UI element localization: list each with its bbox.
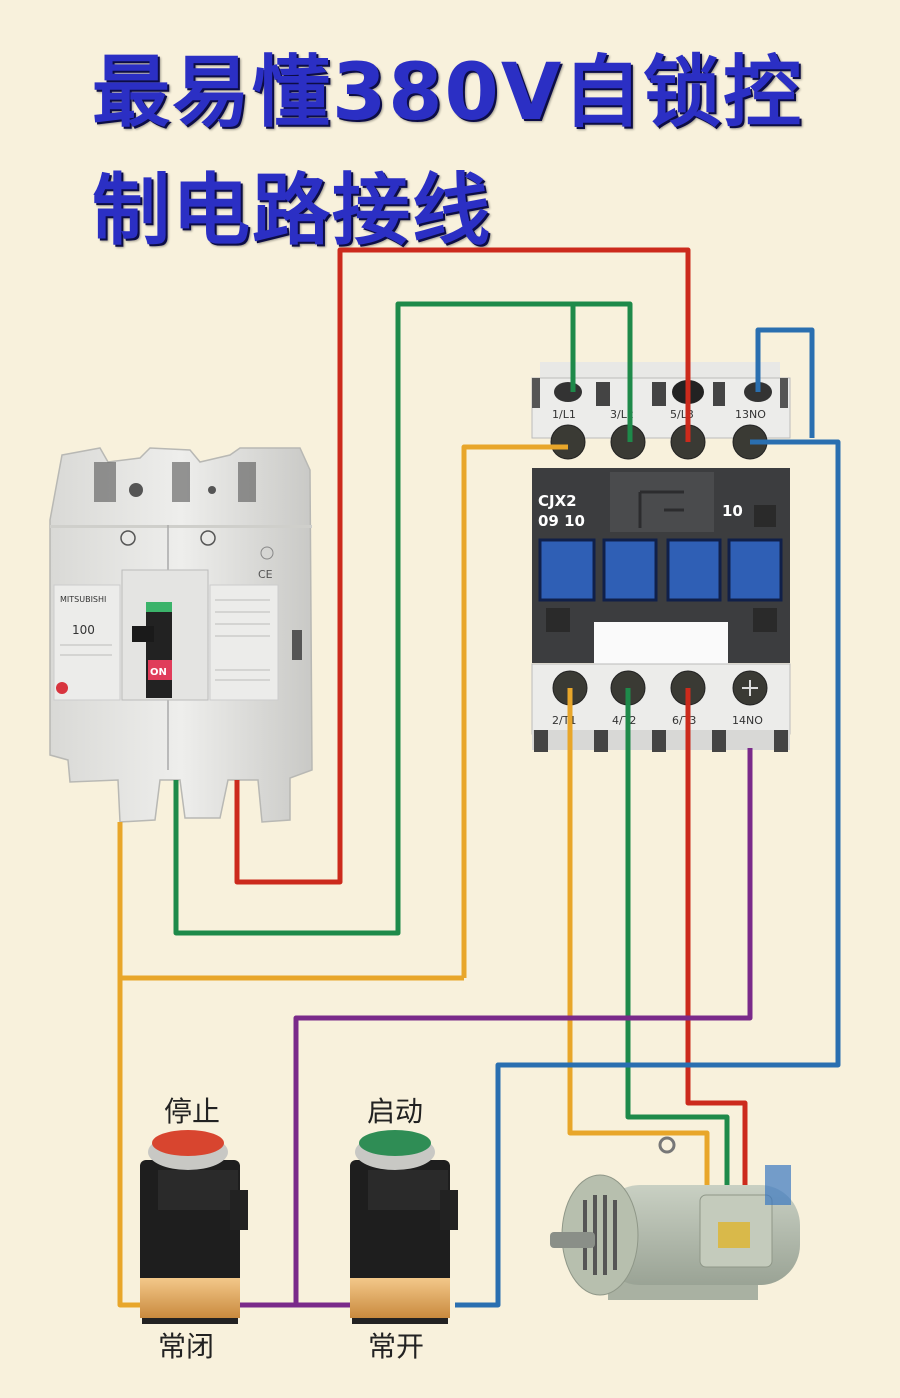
breaker-rating: 100 [72,623,95,637]
start-button-label: 启动 [367,1095,424,1128]
wire-yellow-supply [461,444,568,978]
circuit-breaker: MITSUBISHI 100 ON CE [49,447,313,823]
contactor-model-sub: 09 10 [538,512,585,530]
terminal-label-4-t2: 4/T2 [612,714,636,727]
wire-purple-control [293,748,753,1305]
stop-button-cap[interactable] [152,1130,224,1156]
stop-button[interactable] [140,1130,248,1324]
wire-blue-loop [755,327,815,438]
aux-contact-code: 10 [722,502,743,520]
normally-open-label: 常开 [368,1330,425,1363]
title-line-2: 制电路接线 [92,166,493,256]
start-button-cap[interactable] [359,1130,431,1156]
motor-shaft [550,1232,595,1248]
terminal-label-1-l1: 1/L1 [552,408,576,421]
svg-text:MITSUBISHI: MITSUBISHI [60,595,106,604]
contactor: 1/L1 3/L2 5/L3 13NO CJX2 09 10 10 2/T1 [531,362,791,752]
terminal-label-2-t1: 2/T1 [552,714,576,727]
terminal-hole [554,382,582,402]
wire-green-supply [173,301,633,936]
stop-button-label: 停止 [164,1095,221,1128]
screw-icon [200,530,216,546]
wire-yellow-motor [567,688,710,1198]
three-phase-motor [550,1136,800,1300]
start-button[interactable] [350,1130,458,1324]
breaker-toggle[interactable] [146,602,172,698]
screw-terminal-1-l1[interactable] [550,424,586,460]
wire-red-motor [685,688,748,1198]
wire-red-supply [234,247,691,885]
screw-icon [120,530,136,546]
terminal-label-13no: 13NO [735,408,766,421]
title-line-1: 最易懂380V自锁控 [92,48,804,138]
terminal-label-6-t3: 6/T3 [672,714,696,727]
on-indicator: ON [150,667,167,678]
wire-yellow-control [117,822,140,1308]
wire-green-motor [625,688,730,1198]
terminal-label-14no: 14NO [732,714,763,727]
trip-indicator [56,682,68,694]
wire-blue-control [455,439,841,1308]
normally-closed-label: 常闭 [158,1330,215,1363]
contactor-model: CJX2 [538,492,577,510]
ce-mark: CE [258,568,273,581]
